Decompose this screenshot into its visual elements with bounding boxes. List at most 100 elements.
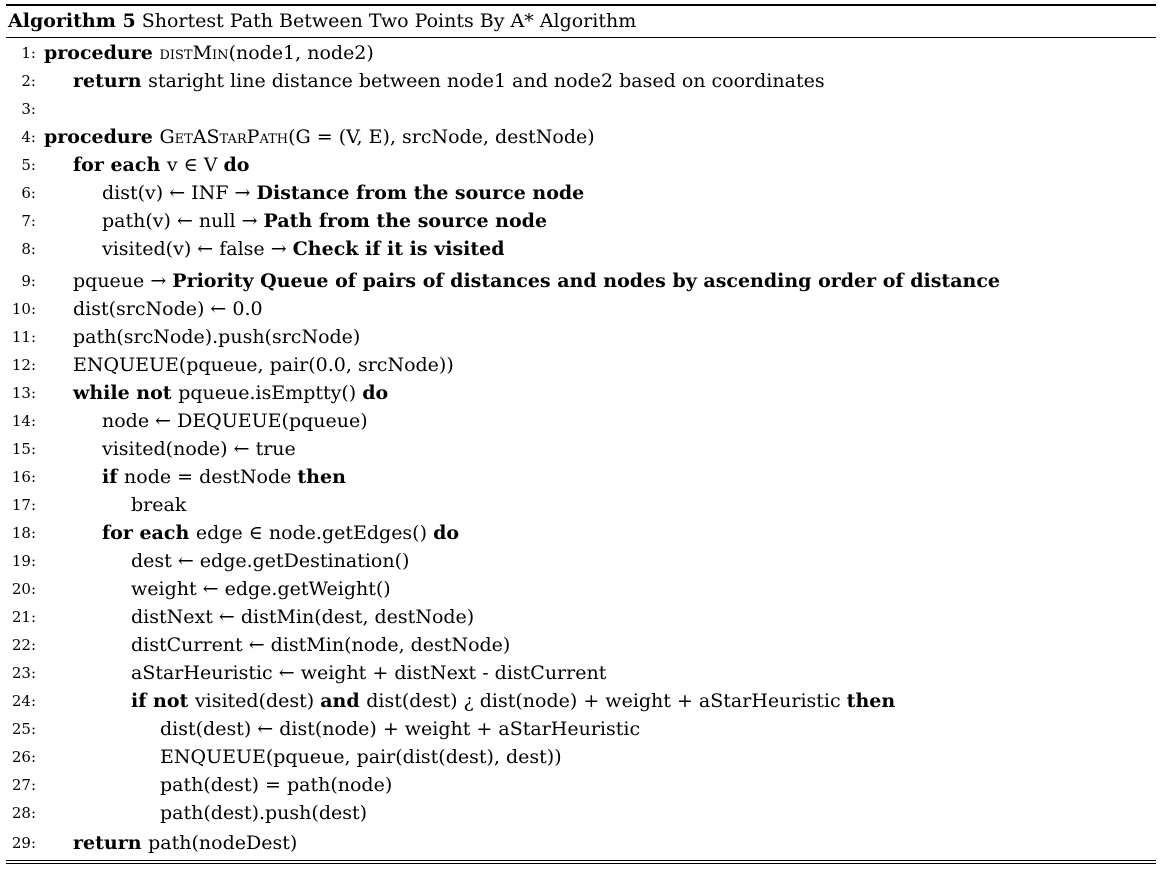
line-number: 18: xyxy=(11,524,36,542)
line-text: visited(v) ← false → Check if it is visi… xyxy=(102,235,505,263)
line-text: procedure distMin(node1, node2) xyxy=(44,39,374,67)
procedure-name: GetAStarPath xyxy=(159,126,289,148)
line-number: 10: xyxy=(11,300,36,318)
code-text: path(nodeDest) xyxy=(148,832,298,854)
line-number: 1: xyxy=(21,44,36,62)
caption-rule xyxy=(6,37,1156,38)
code-text: (node1, node2) xyxy=(228,42,374,64)
line-text: ENQUEUE(pqueue, pair(0.0, srcNode)) xyxy=(73,351,454,379)
code-text: pqueue.isEmptty() xyxy=(178,382,363,404)
procedure-name: distMin xyxy=(159,42,229,64)
code-text: edge ∈ node.getEdges() xyxy=(195,522,434,544)
line-number: 8: xyxy=(21,240,36,258)
code-text: break xyxy=(131,494,187,516)
line-number: 17: xyxy=(11,496,36,514)
line-number: 27: xyxy=(11,776,36,794)
keyword: if not xyxy=(131,690,195,712)
keyword: for each xyxy=(73,154,167,176)
line-number: 12: xyxy=(11,356,36,374)
line-number: 5: xyxy=(21,156,36,174)
line-text: while not pqueue.isEmptty() do xyxy=(73,379,388,407)
line-number: 6: xyxy=(21,184,36,202)
code-text: pqueue → xyxy=(73,270,173,292)
comment-text: Path from the source node xyxy=(263,210,548,232)
code-text: dist(dest) ← dist(node) + weight + aStar… xyxy=(160,718,641,740)
algorithm-caption: Algorithm 5 Shortest Path Between Two Po… xyxy=(6,6,1156,37)
line-text: ENQUEUE(pqueue, pair(dist(dest), dest)) xyxy=(160,743,562,771)
line-text: procedure GetAStarPath(G = (V, E), srcNo… xyxy=(44,123,595,151)
keyword: then xyxy=(846,690,896,712)
line-text: if not visited(dest) and dist(dest) ¿ di… xyxy=(131,687,895,715)
line-number: 25: xyxy=(11,720,36,738)
code-text: dist(v) ← INF → xyxy=(102,182,257,204)
line-number: 13: xyxy=(11,384,36,402)
line-text: path(dest).push(dest) xyxy=(160,799,367,827)
keyword: procedure xyxy=(44,126,160,148)
line-text: dist(v) ← INF → Distance from the source… xyxy=(102,179,584,207)
bottom-rule xyxy=(6,860,1156,864)
line-number: 15: xyxy=(11,440,36,458)
line-text: dist(dest) ← dist(node) + weight + aStar… xyxy=(160,715,640,743)
line-number: 14: xyxy=(11,412,36,430)
comment-text: Priority Queue of pairs of distances and… xyxy=(172,270,1000,292)
line-number: 11: xyxy=(11,328,36,346)
comment-text: Check if it is visited xyxy=(292,238,505,260)
line-number: 19: xyxy=(11,552,36,570)
line-text: dest ← edge.getDestination() xyxy=(131,547,409,575)
code-text: dist(srcNode) ← 0.0 xyxy=(73,298,263,320)
keyword: return xyxy=(73,832,149,854)
line-number: 20: xyxy=(11,580,36,598)
code-text: dest ← edge.getDestination() xyxy=(131,550,410,572)
line-text: path(srcNode).push(srcNode) xyxy=(73,323,360,351)
line-number: 7: xyxy=(21,212,36,230)
code-text: node = destNode xyxy=(124,466,298,488)
code-text: v ∈ V xyxy=(166,154,224,176)
code-text: ENQUEUE(pqueue, pair(0.0, srcNode)) xyxy=(73,354,454,376)
keyword: do xyxy=(433,522,460,544)
code-text: dist(dest) ¿ dist(node) + weight + aStar… xyxy=(366,690,847,712)
code-text: visited(v) ← false → xyxy=(102,238,293,260)
algorithm-block: Algorithm 5 Shortest Path Between Two Po… xyxy=(6,4,1156,854)
line-number: 29: xyxy=(11,834,36,852)
line-text: for each edge ∈ node.getEdges() do xyxy=(102,519,459,547)
line-text: aStarHeuristic ← weight + distNext - dis… xyxy=(131,659,606,687)
code-text: path(v) ← null → xyxy=(102,210,264,232)
keyword: return xyxy=(73,70,149,92)
code-text: staright line distance between node1 and… xyxy=(148,70,825,92)
line-text: return staright line distance between no… xyxy=(73,67,825,95)
code-text: aStarHeuristic ← weight + distNext - dis… xyxy=(131,662,607,684)
line-text: node ← DEQUEUE(pqueue) xyxy=(102,407,368,435)
line-text: pqueue → Priority Queue of pairs of dist… xyxy=(73,267,1000,295)
line-number: 22: xyxy=(11,636,36,654)
keyword: and xyxy=(320,690,367,712)
line-text: break xyxy=(131,491,186,519)
line-number: 23: xyxy=(11,664,36,682)
line-number: 21: xyxy=(11,608,36,626)
line-text: weight ← edge.getWeight() xyxy=(131,575,391,603)
line-text: visited(node) ← true xyxy=(102,435,296,463)
line-number: 26: xyxy=(11,748,36,766)
line-text: path(dest) = path(node) xyxy=(160,771,392,799)
code-text: visited(dest) xyxy=(194,690,321,712)
code-text: (G = (V, E), srcNode, destNode) xyxy=(288,126,595,148)
line-text: return path(nodeDest) xyxy=(73,829,297,857)
keyword: while not xyxy=(73,382,179,404)
code-text: visited(node) ← true xyxy=(102,438,296,460)
keyword: then xyxy=(297,466,346,488)
top-rule xyxy=(6,4,1156,6)
line-number: 4: xyxy=(21,128,36,146)
line-number: 24: xyxy=(11,692,36,710)
line-text: distCurrent ← distMin(node, destNode) xyxy=(131,631,510,659)
line-text: path(v) ← null → Path from the source no… xyxy=(102,207,547,235)
keyword: do xyxy=(223,154,250,176)
code-text: path(dest).push(dest) xyxy=(160,802,368,824)
algorithm-title: Shortest Path Between Two Points By A* A… xyxy=(141,10,637,32)
line-number: 2: xyxy=(21,72,36,90)
keyword: for each xyxy=(102,522,196,544)
line-number: 9: xyxy=(21,272,36,290)
algorithm-label: Algorithm 5 xyxy=(8,10,136,32)
line-number: 28: xyxy=(11,804,36,822)
code-text: distCurrent ← distMin(node, destNode) xyxy=(131,634,511,656)
keyword: procedure xyxy=(44,42,160,64)
line-text: for each v ∈ V do xyxy=(73,151,249,179)
